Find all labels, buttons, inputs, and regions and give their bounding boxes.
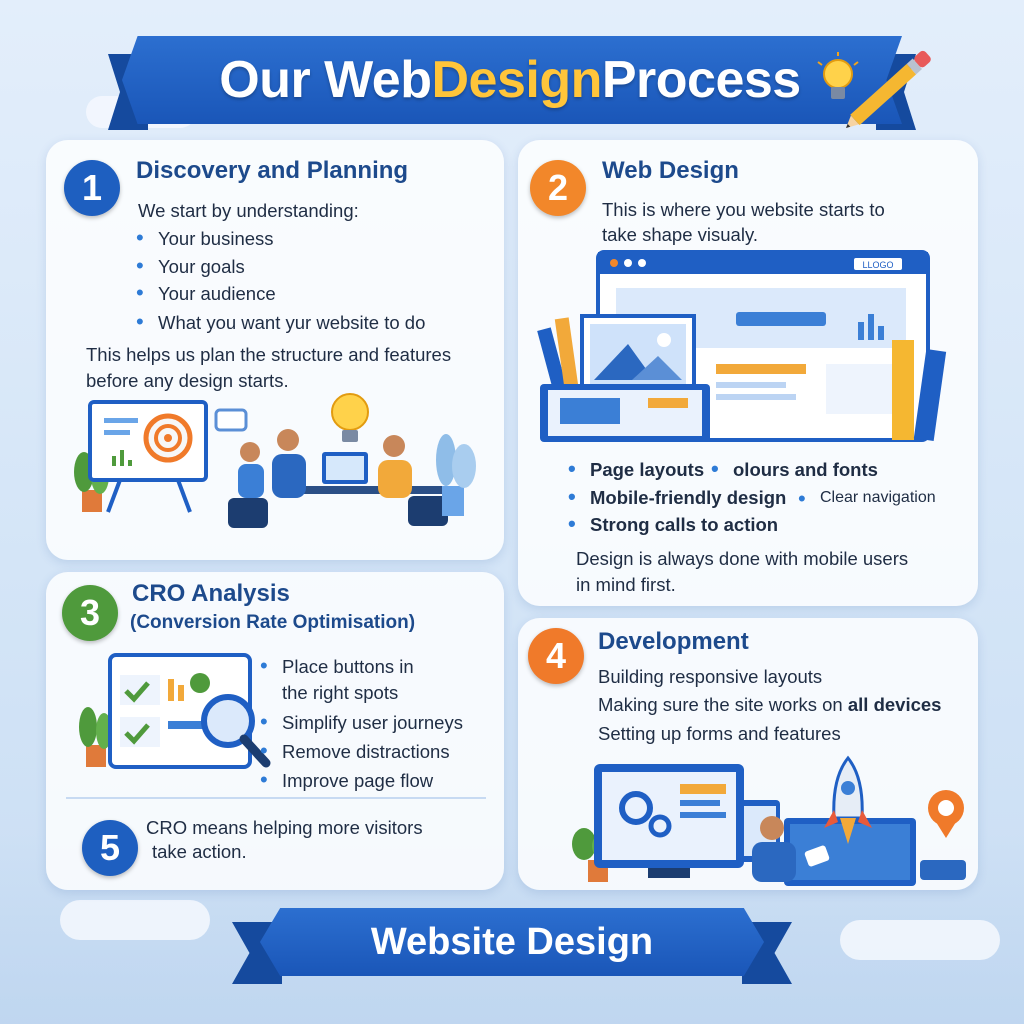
design-intro-line-2: take shape visualy. bbox=[602, 224, 758, 245]
title-banner bbox=[122, 36, 902, 124]
lightbulb-pencil-icon bbox=[817, 50, 931, 128]
cro-bullet: Improve page flow bbox=[260, 767, 433, 793]
developer-devices-rocket-illustration bbox=[572, 755, 966, 886]
plant-icon bbox=[79, 707, 112, 767]
magnifier-icon bbox=[201, 694, 271, 768]
page-title: Our Web Design Process bbox=[160, 42, 860, 118]
pencil-icon bbox=[846, 50, 931, 128]
lightbulb-icon bbox=[331, 393, 369, 442]
laptop-icon bbox=[784, 818, 916, 886]
design-summary-line-2: in mind first. bbox=[576, 574, 676, 595]
discovery-summary-line-1: This helps us plan the structure and fea… bbox=[86, 344, 452, 365]
cro-bullet: Remove distractions bbox=[260, 738, 450, 764]
location-pin-icon bbox=[928, 790, 964, 838]
design-bullet: Mobile-friendly design bbox=[568, 484, 786, 510]
development-line-2-bold: all devices bbox=[847, 694, 942, 715]
cro-note-line-1: CRO means helping more visitors bbox=[146, 817, 423, 838]
checklist-magnifier-illustration bbox=[79, 653, 271, 769]
cloud-decoration bbox=[840, 920, 1000, 960]
website-mockup-illustration: LLOGO bbox=[537, 250, 947, 442]
laptop-device bbox=[540, 384, 710, 442]
step-number-2: 2 bbox=[530, 160, 586, 216]
design-bullet: Page layouts bbox=[568, 456, 704, 482]
discovery-intro: We start by understanding: bbox=[138, 200, 359, 221]
heading-cro-analysis: CRO Analysis bbox=[132, 580, 290, 607]
discovery-summary-line-2: before any design starts. bbox=[86, 370, 289, 391]
step-number-3: 3 bbox=[62, 585, 118, 641]
mockup-logo-text: LLOGO bbox=[862, 260, 893, 270]
step-number-4: 4 bbox=[528, 628, 584, 684]
design-intro-line-1: This is where you website starts to bbox=[602, 199, 885, 220]
chat-bubble-icon bbox=[214, 408, 248, 432]
developer-person bbox=[752, 816, 830, 882]
development-line-2: Making sure the site works on all device… bbox=[598, 691, 941, 718]
development-line-1: Building responsive layouts bbox=[598, 666, 823, 687]
step-number-1: 1 bbox=[64, 160, 120, 216]
cro-subheading: (Conversion Rate Optimisation) bbox=[130, 612, 416, 633]
image-card bbox=[580, 314, 696, 398]
footer-banner-title: Website Design bbox=[370, 920, 654, 963]
plant-icon bbox=[436, 434, 476, 516]
discovery-bullet: Your business bbox=[136, 225, 273, 251]
step-number-5: 5 bbox=[82, 820, 138, 876]
development-line-3: Setting up forms and features bbox=[598, 723, 841, 744]
color-swatches bbox=[537, 317, 580, 399]
heading-web-design: Web Design bbox=[602, 157, 739, 184]
cro-bullet-continued: the right spots bbox=[282, 682, 399, 703]
lightbulb-icon bbox=[817, 52, 859, 99]
design-bullet: Clear navigation bbox=[798, 486, 936, 512]
title-part-2: Process bbox=[601, 51, 801, 109]
cro-bullet: Simplify user journeys bbox=[260, 709, 463, 735]
monitor-icon bbox=[594, 764, 744, 878]
cro-bullet: Place buttons in bbox=[260, 653, 414, 679]
cro-note-line-2: take action. bbox=[152, 841, 247, 862]
discovery-bullet: Your goals bbox=[136, 253, 245, 279]
divider bbox=[66, 797, 486, 799]
team-meeting-illustration bbox=[74, 393, 476, 528]
development-line-2-text: Making sure the site works on bbox=[598, 694, 848, 715]
title-highlight: Design bbox=[431, 51, 602, 109]
design-summary-line-1: Design is always done with mobile users bbox=[576, 548, 909, 569]
easel-board-icon bbox=[88, 400, 208, 513]
heading-development: Development bbox=[598, 628, 749, 655]
rocket-icon bbox=[824, 755, 872, 844]
discovery-bullet: Your audience bbox=[136, 280, 276, 306]
title-part-1: Our Web bbox=[219, 51, 432, 109]
ruler-pencil-icons bbox=[892, 340, 947, 441]
design-bullet: Strong calls to action bbox=[568, 511, 778, 537]
discovery-bullet: What you want yur website to do bbox=[136, 309, 425, 335]
keyboard-icon bbox=[920, 860, 966, 880]
people-at-table bbox=[228, 429, 448, 528]
heading-discovery: Discovery and Planning bbox=[136, 157, 409, 184]
cloud-decoration bbox=[60, 900, 210, 940]
design-bullet: olours and fonts bbox=[711, 456, 878, 482]
footer-banner bbox=[260, 908, 764, 976]
